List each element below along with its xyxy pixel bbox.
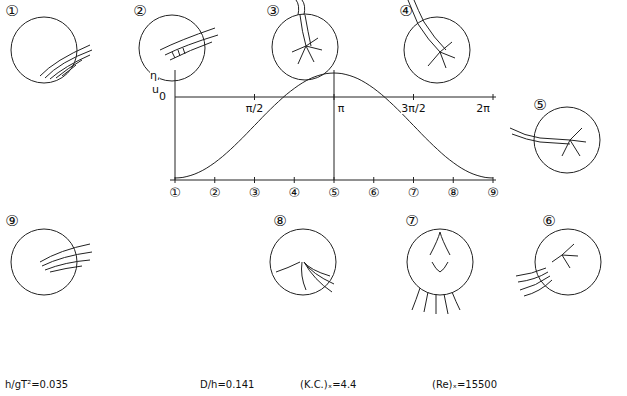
phase-number: ⑥ xyxy=(368,186,380,199)
tick-label: 2π xyxy=(476,103,490,114)
parameter-note: D/h=0.141 xyxy=(200,380,254,390)
cylinder-circles xyxy=(11,14,601,295)
axis-tick xyxy=(373,177,374,183)
callout-number: ③ xyxy=(266,4,279,19)
phase-number: ③ xyxy=(249,186,261,199)
phase-curve xyxy=(175,73,493,178)
axis-tick xyxy=(294,177,295,183)
axis-tick xyxy=(334,94,335,100)
phase-number: ① xyxy=(169,186,181,199)
callout-number: ④ xyxy=(399,4,412,19)
axis-tick xyxy=(254,177,255,183)
phase-number: ⑧ xyxy=(447,186,459,199)
tick-label: π xyxy=(338,103,345,114)
phase-number: ② xyxy=(209,186,221,199)
flow-streaklines xyxy=(40,0,586,314)
axis-tick xyxy=(254,94,255,100)
parameter-note: (Re)ₓ=15500 xyxy=(432,380,497,390)
callout-number: ⑨ xyxy=(5,214,18,229)
axis-tick xyxy=(413,177,414,183)
axis-label: η, xyxy=(150,70,160,81)
axis-tick xyxy=(453,177,454,183)
phase-number: ⑤ xyxy=(328,186,340,199)
parameter-note: (K.C.)ₓ=4.4 xyxy=(300,380,356,390)
axis-tick xyxy=(334,177,335,183)
phase-number: ⑦ xyxy=(408,186,420,199)
axis-tick xyxy=(493,94,494,100)
callout-number: ② xyxy=(133,4,146,19)
tick-label: 3π/2 xyxy=(401,103,425,114)
axis-tick xyxy=(413,94,414,100)
callout-number: ⑦ xyxy=(405,214,418,229)
axis-tick xyxy=(175,177,176,183)
callout-number: ⑥ xyxy=(542,214,555,229)
parameter-note: h/gT²=0.035 xyxy=(5,380,68,390)
callout-number: ⑤ xyxy=(533,98,546,113)
tick-label: π/2 xyxy=(246,103,263,114)
phase-number: ⑨ xyxy=(487,186,499,199)
axis-label: 0 xyxy=(159,91,166,102)
callout-number: ① xyxy=(5,4,18,19)
axis-tick xyxy=(493,177,494,183)
axis-label: u xyxy=(152,84,159,95)
callout-number: ⑧ xyxy=(273,214,286,229)
phase-plot xyxy=(170,70,496,183)
axis-tick xyxy=(214,177,215,183)
phase-number: ④ xyxy=(288,186,300,199)
